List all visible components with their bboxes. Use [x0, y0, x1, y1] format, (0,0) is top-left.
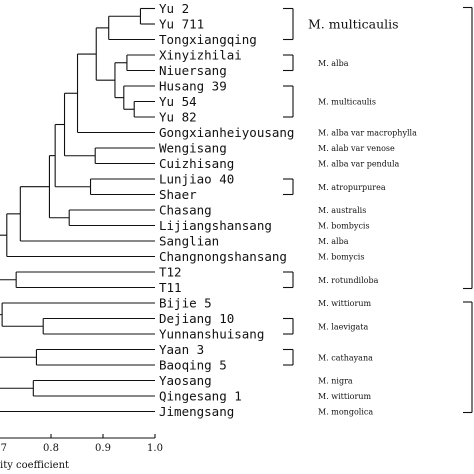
tick-label: 1.0	[147, 443, 163, 454]
species-label: M. alba var pendula	[318, 160, 400, 169]
species-label: M. nigra	[318, 377, 353, 386]
similarity-axis: ity coefficient 0.7 0.8 0.9 1.0	[0, 434, 163, 471]
species-label: M. alba	[318, 59, 349, 68]
tree-links	[0, 7, 155, 413]
species-label: M. atropurpurea	[318, 183, 386, 192]
group-brackets	[283, 6, 473, 414]
tick-label: 0.9	[95, 443, 111, 454]
leaf-label: Yu 2	[159, 1, 189, 16]
axis-title: ity coefficient	[0, 460, 69, 471]
leaf-labels: Yu 2Yu 711TongxiangqingXinyizhilaiNiuers…	[159, 1, 294, 419]
leaf-label: Yu 711	[159, 17, 204, 32]
leaf-label: Lijiangshansang	[159, 218, 272, 233]
leaf-label: T11	[159, 280, 182, 295]
leaf-label: Yu 82	[159, 110, 197, 125]
leaf-label: Yaosang	[159, 373, 212, 388]
leaf-label: Lunjiao 40	[159, 172, 234, 187]
species-label: M. bombycis	[318, 222, 370, 231]
leaf-label: Husang 39	[159, 79, 227, 94]
tick-label: 0.7	[0, 443, 7, 454]
species-label: M. alab var venose	[318, 144, 395, 153]
leaf-label: Tongxiangqing	[159, 32, 257, 47]
species-label: M. cathayana	[318, 353, 373, 362]
leaf-label: Wengisang	[159, 141, 227, 156]
leaf-label: Changnongshansang	[159, 249, 287, 264]
species-label: M. alba var macrophylla	[318, 129, 417, 138]
leaf-label: Jimengsang	[159, 404, 234, 419]
species-labels: M. multicaulis M. alba M. multicaulis M. al…	[308, 17, 417, 417]
species-label: M. australis	[318, 206, 366, 215]
leaf-label: Chasang	[159, 203, 212, 218]
species-label: M. bomycis	[318, 253, 364, 262]
tick-label: 0.8	[43, 443, 59, 454]
leaf-label: T12	[159, 265, 182, 280]
species-label: M. mongolica	[318, 408, 373, 417]
species-label: M. multicaulis	[308, 17, 399, 32]
leaf-label: Shaer	[159, 187, 197, 202]
leaf-label: Cuizhisang	[159, 156, 234, 171]
leaf-label: Gongxianheiyousang	[159, 125, 294, 140]
species-label: M. laevigata	[318, 322, 369, 331]
leaf-label: Bijie 5	[159, 296, 212, 311]
leaf-label: Niuersang	[159, 63, 227, 78]
species-label: M. wittiorum	[318, 299, 371, 308]
species-label: M. multicaulis	[318, 98, 376, 107]
species-label: M. rotundiloba	[318, 276, 379, 285]
leaf-label: Dejiang 10	[159, 311, 234, 326]
leaf-label: Yaan 3	[159, 342, 204, 357]
species-label: M. wittiorum	[318, 392, 371, 401]
leaf-label: Baoqing 5	[159, 358, 227, 373]
species-label: M. alba	[318, 237, 349, 246]
leaf-label: Sanglian	[159, 234, 219, 249]
leaf-label: Qingesang 1	[159, 389, 242, 404]
leaf-label: Yu 54	[159, 94, 197, 109]
leaf-label: Xinyizhilai	[159, 48, 242, 63]
leaf-label: Yunnanshuisang	[159, 327, 264, 342]
